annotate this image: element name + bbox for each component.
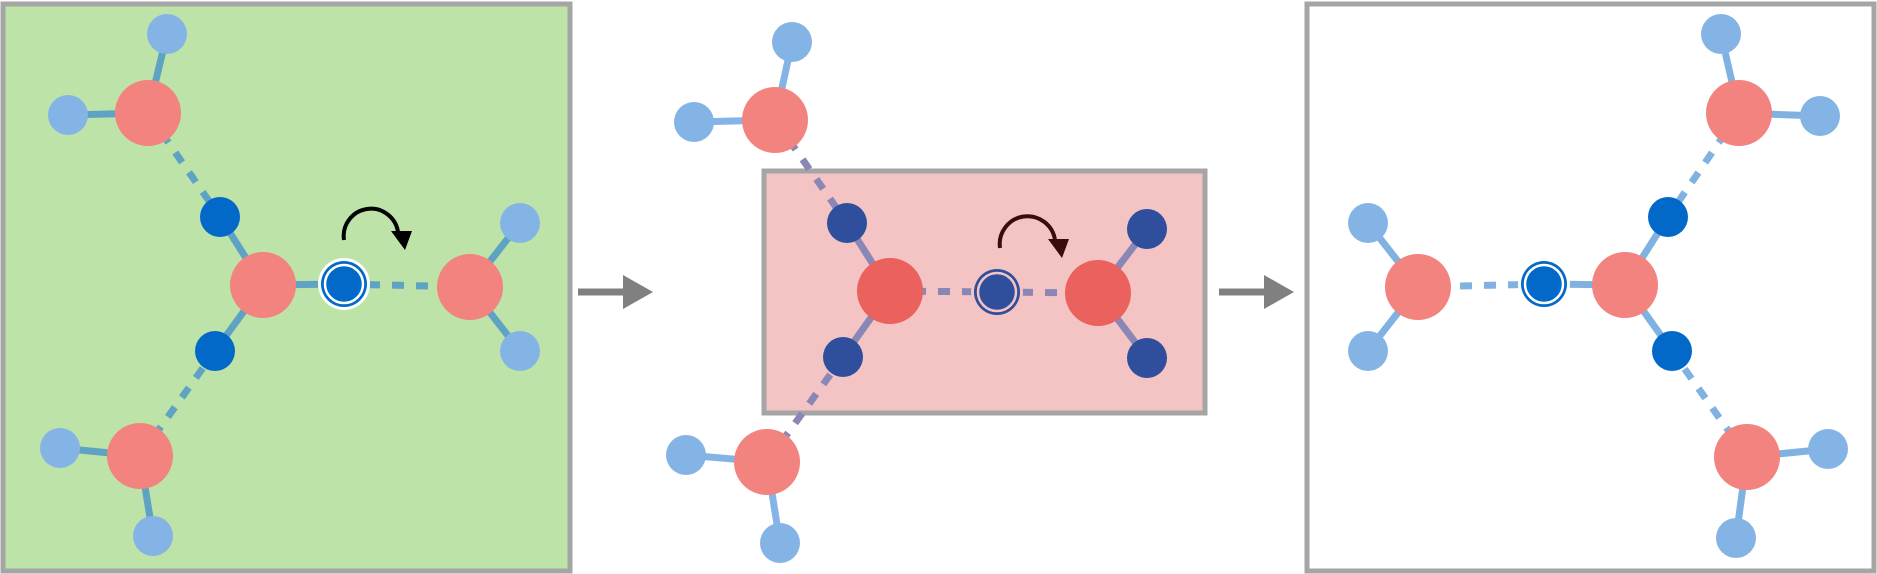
transferring-proton (971, 266, 1023, 318)
hydrogen-atom (500, 331, 540, 371)
hydrogen-atom (1716, 518, 1756, 558)
hydrogen-atom-shared (195, 331, 235, 371)
hydrogen-atom (48, 95, 88, 135)
hydrogen-atom (1348, 331, 1388, 371)
hydrogen-atom (674, 102, 714, 142)
hydrogen-atom (666, 435, 706, 475)
oxygen-atom (1706, 80, 1772, 146)
hydrogen-atom-dark (827, 203, 867, 243)
hydrogen-atom-shared (200, 197, 240, 237)
transferring-proton (318, 258, 370, 310)
hydrogen-atom (1701, 14, 1741, 54)
hydrogen-atom-dark (823, 337, 863, 377)
rotation-arrow-transition (997, 214, 1069, 258)
oxygen-atom-active (857, 258, 923, 324)
hydrogen-atom (772, 22, 812, 62)
hydrogen-atom-shared (1648, 197, 1688, 237)
hydrogen-atom-dark (1127, 209, 1167, 249)
hydrogen-atom (1800, 96, 1840, 136)
oxygen-atom-central (230, 252, 296, 318)
oxygen-atom (742, 87, 808, 153)
step-arrow-2 (1219, 275, 1294, 309)
initial-state-panel (0, 1, 573, 574)
oxygen-atom (107, 423, 173, 489)
oxygen-atom (734, 429, 800, 495)
oxygen-atom-acceptor (437, 254, 503, 320)
final-state-panel (1304, 1, 1877, 574)
hydrogen-atom (500, 203, 540, 243)
transition-state-panel (666, 22, 1208, 563)
hydrogen-atom (760, 523, 800, 563)
hydrogen-atom (1808, 429, 1848, 469)
hydrogen-atom-shared (1652, 331, 1692, 371)
rotation-arrow-initial (341, 206, 412, 250)
step-arrow-1 (578, 275, 653, 309)
hydrogen-atom (40, 428, 80, 468)
hydrogen-atom (147, 14, 187, 54)
oxygen-atom (1714, 424, 1780, 490)
hydrogen-atom (133, 516, 173, 556)
oxygen-atom-donor (1385, 254, 1451, 320)
oxygen-atom-active (1065, 260, 1131, 326)
hydrogen-atom-dark (1127, 338, 1167, 378)
oxygen-atom-central (1592, 252, 1658, 318)
oxygen-atom (115, 80, 181, 146)
hydrogen-atom (1348, 203, 1388, 243)
transferring-proton (1518, 258, 1570, 310)
